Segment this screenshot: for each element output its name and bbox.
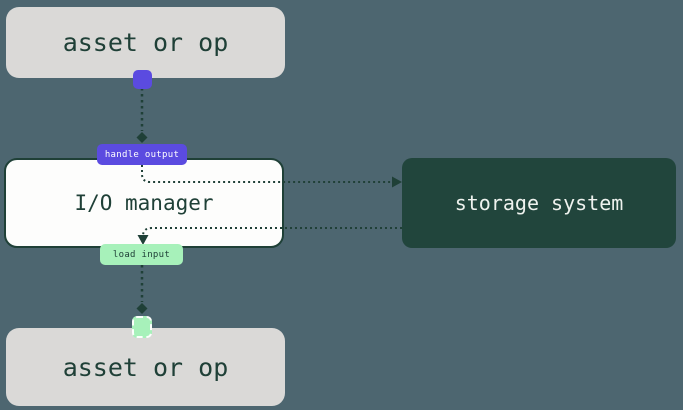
node-storage-system: storage system <box>402 158 676 248</box>
output-connector-square <box>133 70 152 89</box>
node-label: asset or op <box>62 28 229 57</box>
edge-label-load-input: load input <box>100 244 183 265</box>
arrowhead-into-storage-icon <box>392 176 402 188</box>
node-asset-or-op-bottom: asset or op <box>6 328 285 406</box>
node-io-manager: I/O manager <box>4 158 284 248</box>
node-label: I/O manager <box>74 191 214 215</box>
node-label: storage system <box>454 191 624 215</box>
node-asset-or-op-top: asset or op <box>6 7 285 78</box>
node-label: asset or op <box>62 352 229 382</box>
diamond-marker-icon <box>136 303 148 314</box>
input-connector-square <box>132 316 152 338</box>
diamond-marker-icon <box>136 132 148 143</box>
edge-label-handle-output: handle output <box>97 144 187 165</box>
